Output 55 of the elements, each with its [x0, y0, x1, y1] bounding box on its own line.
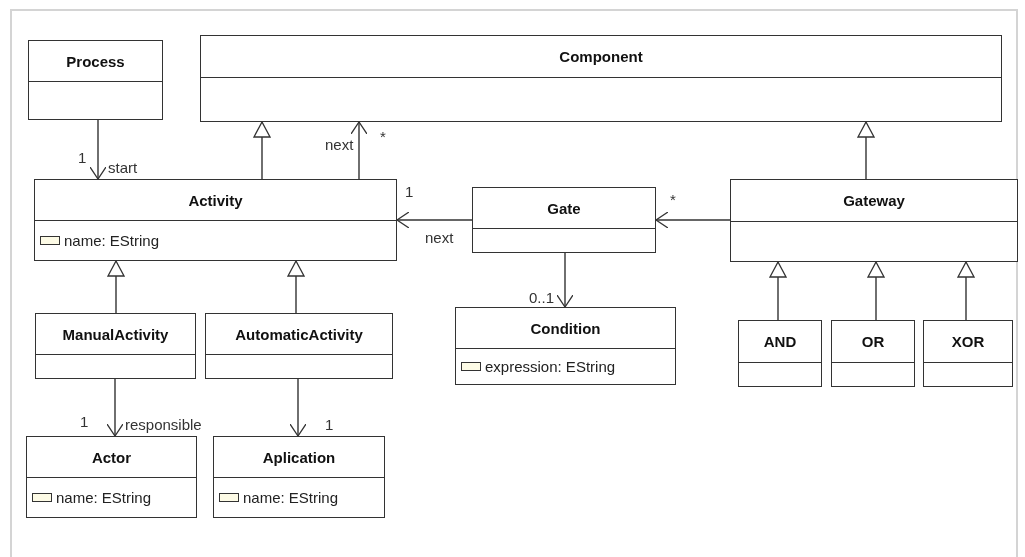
class-name: Aplication — [262, 448, 336, 466]
edge-label: next — [325, 137, 354, 152]
attribute-text: name: EString — [56, 489, 152, 506]
class-box — [472, 187, 656, 253]
multiplicity-label: * — [380, 129, 386, 144]
association-arrow — [396, 211, 473, 229]
class-name: Gate — [547, 199, 581, 217]
class-box — [35, 313, 196, 379]
generalization-arrow — [957, 261, 975, 321]
class-name: Gateway — [843, 192, 905, 209]
class-box — [213, 436, 385, 518]
association-arrow — [289, 378, 307, 437]
edge-label: start — [108, 160, 138, 175]
class-box — [738, 320, 822, 387]
class-name: XOR — [951, 333, 985, 350]
class-name: Actor — [91, 448, 132, 466]
attribute-text: name: EString — [64, 232, 160, 249]
generalization-arrow — [867, 261, 885, 321]
class-box — [730, 179, 1018, 262]
association-arrow — [655, 211, 731, 229]
association-arrow — [350, 121, 368, 180]
class-name: Component — [559, 48, 643, 65]
multiplicity-label: 1 — [405, 184, 414, 199]
class-name: AND — [763, 333, 797, 350]
edge-label: 0..1 — [529, 290, 555, 305]
class-box — [205, 313, 393, 379]
class-box — [455, 307, 676, 385]
generalization-arrow — [253, 121, 271, 180]
class-box — [28, 40, 163, 120]
class-box — [34, 179, 397, 261]
edge-label: * — [670, 192, 676, 207]
generalization-arrow — [107, 260, 125, 314]
edge-label: responsible — [125, 417, 202, 432]
generalization-arrow — [857, 121, 875, 180]
class-box — [831, 320, 915, 387]
class-name: AutomaticActivity — [235, 325, 363, 343]
class-name: Condition — [530, 319, 601, 337]
multiplicity-label: 1 — [80, 414, 89, 429]
class-name: OR — [861, 333, 885, 350]
association-arrow — [89, 119, 107, 180]
class-name: ManualActivity — [62, 325, 169, 343]
multiplicity-label: 1 — [78, 150, 87, 165]
association-arrow — [556, 252, 574, 308]
attribute-text: name: EString — [243, 489, 339, 506]
class-box — [923, 320, 1013, 387]
edge-label: next — [425, 230, 454, 245]
class-name: Process — [66, 52, 125, 70]
class-name: Activity — [188, 191, 243, 209]
class-box — [200, 35, 1002, 122]
edge-label: 1 — [325, 417, 334, 432]
generalization-arrow — [769, 261, 787, 321]
generalization-arrow — [287, 260, 305, 314]
attribute-text: expression: EString — [485, 358, 616, 375]
association-arrow — [106, 378, 124, 437]
class-box — [26, 436, 197, 518]
